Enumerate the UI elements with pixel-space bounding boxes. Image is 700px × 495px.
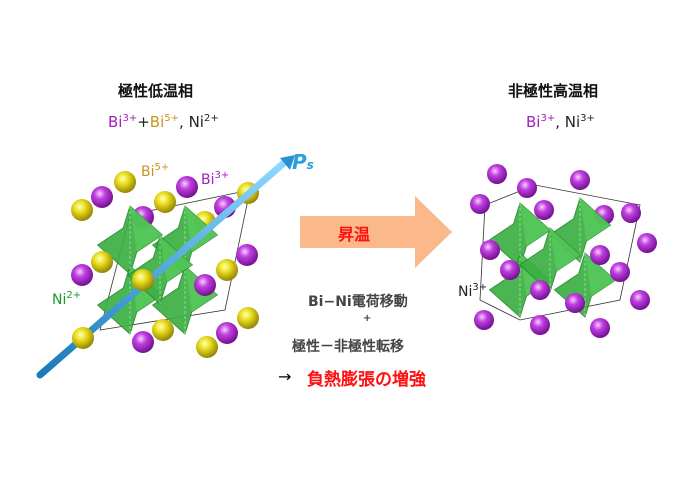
bi5-atom [154, 191, 176, 213]
bi5-atom [216, 259, 238, 281]
bi3-atom [565, 293, 585, 313]
bi3-atom [176, 176, 198, 198]
bi3-atom [517, 178, 537, 198]
polarization-label: Ps [292, 150, 314, 174]
ni3-label: Ni3+ [458, 282, 488, 300]
bi3-atom [610, 262, 630, 282]
bi3-atom [487, 164, 507, 184]
bi5-atom [152, 319, 174, 341]
bi3-atom [530, 315, 550, 335]
result-arrow: → [278, 367, 292, 386]
heating-arrow [300, 196, 452, 268]
heating-label: 昇温 [338, 225, 371, 244]
bi5-atom [114, 171, 136, 193]
right-title: 非極性高温相 [508, 82, 599, 100]
left-formula: Bi3++Bi5+, Ni2+ [108, 113, 219, 131]
bi5-atom [196, 336, 218, 358]
bi3-atom [470, 194, 490, 214]
octahedron-face [130, 206, 163, 252]
bi5-atom [237, 307, 259, 329]
bi3-atom [91, 186, 113, 208]
right-formula: Bi3+, Ni3+ [526, 113, 595, 131]
polar-transition-text: 極性－非極性転移 [292, 339, 404, 355]
result-text: 負熱膨張の増強 [307, 370, 426, 390]
bi3-atom [530, 280, 550, 300]
bi3-atom [480, 240, 500, 260]
left-title: 極性低温相 [118, 82, 194, 100]
bi3-label: Bi3+ [201, 170, 230, 188]
bi3-atom [590, 318, 610, 338]
bi3-atom [630, 290, 650, 310]
plus-sign: + [363, 313, 372, 324]
bi3-atom [534, 200, 554, 220]
bi3-atom [236, 244, 258, 266]
polar-low-temp-structure [36, 155, 295, 379]
bi5-atom [71, 199, 93, 221]
bi3-atom [590, 245, 610, 265]
nonpolar-high-temp-structure [470, 164, 657, 338]
bi5-atom [72, 327, 94, 349]
bi3-atom [474, 310, 494, 330]
ni2-label: Ni2+ [52, 290, 82, 308]
bi3-atom [570, 170, 590, 190]
charge-transfer-text: Bi−Ni電荷移動 [308, 294, 408, 310]
octahedron-face [520, 203, 551, 247]
bi3-atom [216, 322, 238, 344]
bi3-atom [71, 264, 93, 286]
bi5-atom [91, 251, 113, 273]
bi5-atom [132, 269, 154, 291]
bi3-atom [621, 203, 641, 223]
octahedron-face [585, 253, 616, 297]
bi3-atom [500, 260, 520, 280]
bi5-label: Bi5+ [141, 162, 170, 180]
octahedron-face [550, 228, 581, 272]
octahedron-face [580, 198, 611, 242]
bi3-atom [132, 331, 154, 353]
bi3-atom [194, 274, 216, 296]
polarization-arrowhead [280, 155, 295, 170]
bi3-atom [637, 233, 657, 253]
